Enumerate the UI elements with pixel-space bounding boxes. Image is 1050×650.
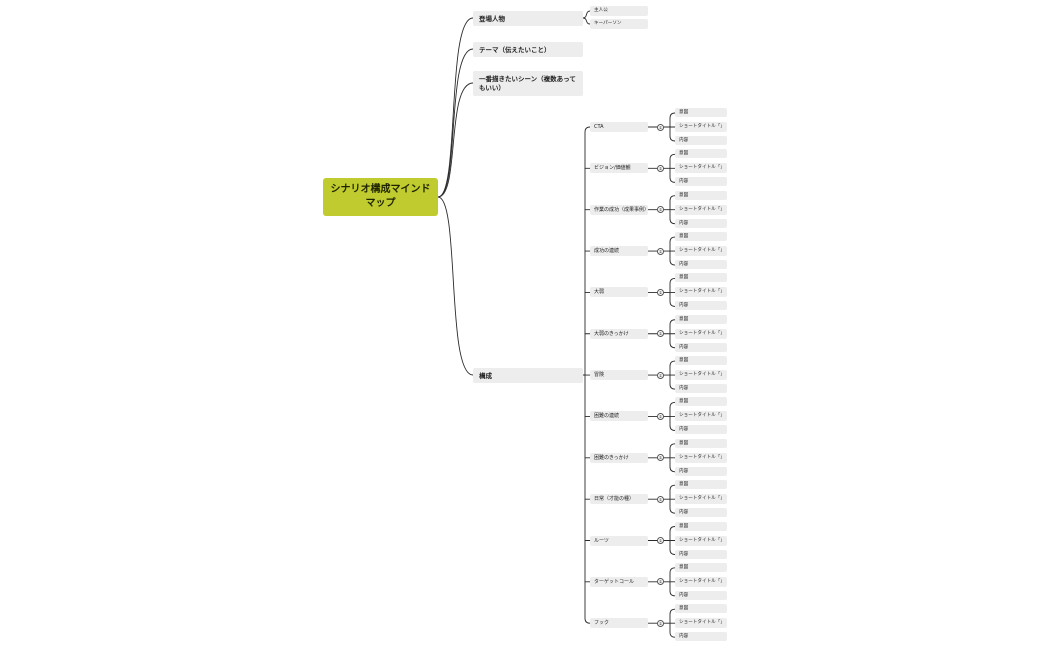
section-intent[interactable]: 意図: [675, 562, 727, 572]
section-intent[interactable]: 意図: [675, 521, 727, 531]
section-marker[interactable]: ①: [657, 288, 664, 296]
section-marker[interactable]: ①: [657, 123, 664, 131]
section-intent[interactable]: 意図: [675, 397, 727, 407]
section-intent[interactable]: 意図: [675, 149, 727, 159]
section-node[interactable]: フック: [590, 618, 648, 629]
edge-marker-items: [669, 608, 676, 638]
section-node[interactable]: CTA: [590, 122, 648, 132]
edge-root-branch-1: [437, 48, 474, 198]
section-short-title[interactable]: ショートタイトル「」: [675, 287, 727, 298]
section-intent[interactable]: 意図: [675, 438, 727, 448]
section-node[interactable]: 困難の連続: [590, 411, 648, 422]
branch-theme[interactable]: テーマ（伝えたいこと）: [473, 42, 583, 57]
section-node[interactable]: 困難のきっかけ: [590, 452, 648, 463]
section-marker[interactable]: ①: [657, 454, 664, 462]
section-marker[interactable]: ①: [657, 330, 664, 338]
section-intent[interactable]: 意図: [675, 314, 727, 324]
edge-marker-items: [669, 443, 676, 473]
section-short-title[interactable]: ショートタイトル「」: [675, 494, 727, 505]
section-intent[interactable]: 意図: [675, 108, 727, 117]
character-key-person[interactable]: キーパーソン: [590, 19, 648, 29]
section-marker[interactable]: ①: [657, 537, 664, 544]
section-content[interactable]: 内容: [675, 590, 727, 600]
edge-marker-items: [669, 277, 676, 307]
section-content[interactable]: 内容: [675, 632, 727, 642]
section-node[interactable]: 大弱のきっかけ: [590, 328, 648, 339]
section-marker[interactable]: ①: [657, 371, 664, 379]
edge-marker-items: [669, 402, 676, 431]
branch-structure[interactable]: 構成: [473, 368, 583, 383]
edge-marker-items: [669, 319, 676, 349]
section-node[interactable]: ターゲットコール: [590, 576, 648, 587]
section-content[interactable]: 内容: [675, 425, 727, 435]
section-intent[interactable]: 意図: [675, 356, 727, 366]
section-intent[interactable]: 意図: [675, 480, 727, 490]
section-marker[interactable]: ①: [657, 247, 664, 255]
section-content[interactable]: 内容: [675, 384, 727, 394]
section-marker[interactable]: ①: [657, 206, 664, 214]
section-intent[interactable]: 意図: [675, 232, 727, 242]
section-intent[interactable]: 意図: [675, 190, 727, 200]
edge-marker-items: [669, 484, 676, 514]
section-short-title[interactable]: ショートタイトル「」: [675, 204, 727, 215]
edge-root-branch-3: [437, 196, 474, 376]
edge-char-1: [582, 17, 591, 25]
edge-root-branch-2: [437, 82, 474, 198]
section-content[interactable]: 内容: [675, 466, 727, 476]
section-node[interactable]: 成功の連続: [590, 246, 648, 257]
section-short-title[interactable]: ショートタイトル「」: [675, 246, 727, 257]
section-marker[interactable]: ①: [657, 412, 664, 420]
section-marker[interactable]: ①: [657, 578, 664, 586]
branch-key-scene[interactable]: 一番描きたいシーン（複数あってもいい）: [473, 71, 583, 96]
section-short-title[interactable]: ショートタイトル「」: [675, 122, 727, 132]
edge-marker-items: [669, 360, 676, 390]
section-intent[interactable]: 意図: [675, 604, 727, 614]
section-marker[interactable]: ①: [657, 495, 664, 503]
edge-marker-items: [669, 153, 676, 183]
edge-marker-items: [669, 526, 676, 555]
branch-characters[interactable]: 登場人物: [473, 11, 583, 26]
edge-marker-items: [669, 195, 676, 225]
edge-marker-items: [669, 236, 676, 266]
section-marker[interactable]: ①: [657, 164, 664, 172]
section-short-title[interactable]: ショートタイトル「」: [675, 576, 727, 587]
root-node[interactable]: シナリオ構成マインドマップ: [323, 178, 438, 216]
character-protagonist[interactable]: 主人公: [590, 6, 648, 16]
section-short-title[interactable]: ショートタイトル「」: [675, 618, 727, 629]
section-short-title[interactable]: ショートタイトル「」: [675, 328, 727, 339]
section-node[interactable]: ルーツ: [590, 535, 648, 546]
edge-marker-items: [669, 567, 676, 597]
section-node[interactable]: 冒険: [590, 370, 648, 381]
edge-char-0: [582, 10, 591, 19]
section-node[interactable]: 日常（才能の種）: [590, 494, 648, 505]
section-marker[interactable]: ①: [657, 619, 664, 627]
section-short-title[interactable]: ショートタイトル「」: [675, 452, 727, 463]
section-content[interactable]: 内容: [675, 260, 727, 270]
section-content[interactable]: 内容: [675, 136, 727, 145]
edge-root-branch-0: [437, 17, 474, 198]
section-content[interactable]: 内容: [675, 301, 727, 311]
section-content[interactable]: 内容: [675, 218, 727, 228]
section-short-title[interactable]: ショートタイトル「」: [675, 535, 727, 546]
section-short-title[interactable]: ショートタイトル「」: [675, 370, 727, 381]
section-short-title[interactable]: ショートタイトル「」: [675, 411, 727, 422]
section-content[interactable]: 内容: [675, 177, 727, 187]
section-content[interactable]: 内容: [675, 342, 727, 352]
section-content[interactable]: 内容: [675, 508, 727, 518]
section-short-title[interactable]: ショートタイトル「」: [675, 163, 727, 174]
section-node[interactable]: 大弱: [590, 287, 648, 298]
section-content[interactable]: 内容: [675, 549, 727, 559]
section-node[interactable]: ビジョン/価値観: [590, 163, 648, 174]
section-intent[interactable]: 意図: [675, 273, 727, 283]
section-node[interactable]: 作業の成功（成果事例）: [590, 204, 648, 215]
edge-marker-items: [669, 112, 676, 142]
